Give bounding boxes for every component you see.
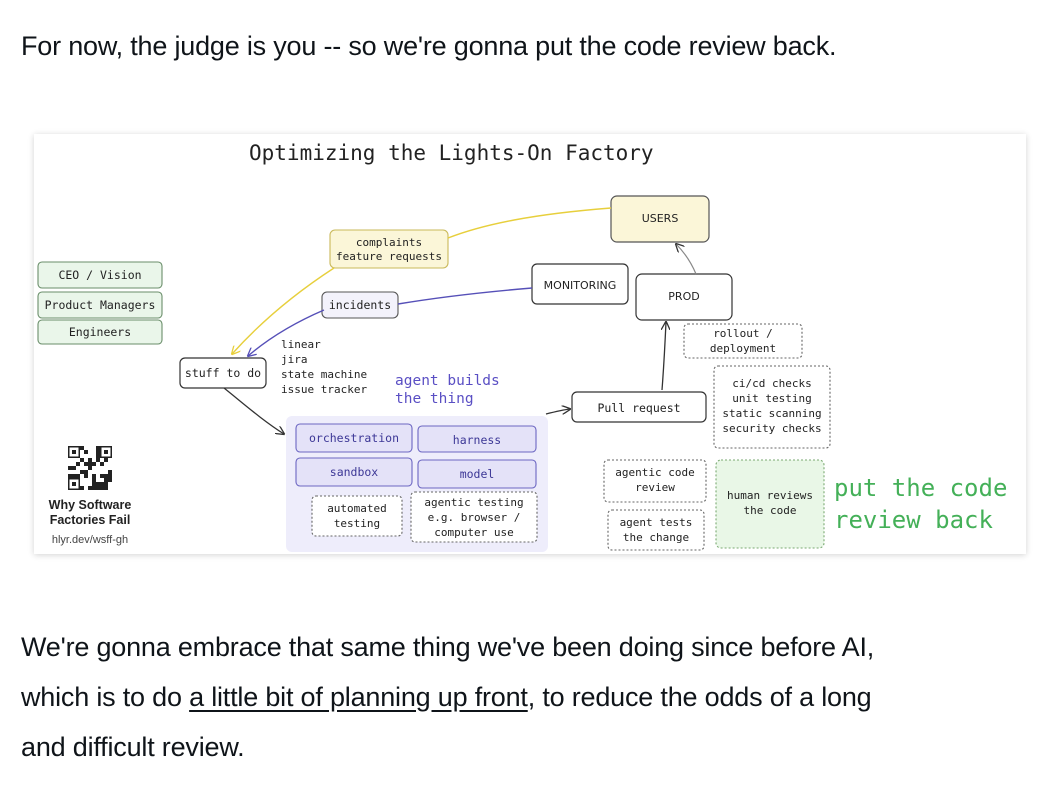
cicd-label: ci/cd checks [732,377,811,390]
stuff-box: stuff to do [179,357,267,389]
users-label: USERS [642,212,679,225]
qr-code [68,446,112,490]
factory-diagram: Optimizing the Lights-On Factory CEO / V… [37,141,1007,552]
agent-builds-line: the thing [395,391,474,407]
stuff-label: stuff to do [185,366,261,380]
pm-box: Product Managers [37,291,163,319]
pm-label: Product Managers [45,298,156,312]
arrow-incidents-to-stuff [248,309,325,356]
agent-builds-text: agent builds the thing [395,373,500,407]
orchestration-box: orchestration [295,423,413,453]
tracker-line: state machine [281,368,367,381]
complaints-label: complaints [356,236,422,249]
diagram-card: Optimizing the Lights-On Factory CEO / V… [34,134,1026,554]
agentic-testing-label: computer use [434,526,513,539]
monitoring-box: MONITORING [531,263,629,305]
prod-label: PROD [668,290,699,303]
automated-testing-box: automated testing [311,495,403,537]
users-box: USERS [610,195,710,243]
cicd-label: security checks [722,422,821,435]
sandbox-label: sandbox [330,465,379,479]
outro-line-3: and difficult review. [21,732,245,762]
tracker-line: issue tracker [281,383,367,396]
sandbox-box: sandbox [295,457,413,487]
arrow-pr-to-prod [662,322,666,391]
agentic-testing-label: agentic testing [424,496,523,509]
human-reviews-label: human reviews [727,489,813,502]
pull-request-box: Pull request [571,391,707,423]
rollout-label: rollout / [713,327,773,340]
cicd-box: ci/cd checks unit testing static scannin… [713,365,831,449]
harness-box: harness [417,425,537,453]
arrow-stuff-to-build [223,387,284,434]
arrow-prod-to-users [676,244,697,275]
complaints-label: feature requests [336,250,442,263]
agentic-testing-box: agentic testing e.g. browser / computer … [410,491,538,543]
model-box: model [417,459,537,489]
automated-testing-label: testing [334,517,380,530]
arrow-users-to-complaints [447,207,612,239]
rollout-label: deployment [710,342,776,355]
cicd-label: unit testing [732,392,811,405]
model-label: model [460,467,495,481]
qr-url: hlyr.dev/wsff-gh [52,534,128,546]
ceo-label: CEO / Vision [58,268,141,282]
agentic-review-label: review [635,481,675,494]
incidents-label: incidents [329,298,391,312]
arrow-monitoring-to-incidents [397,287,533,305]
agent-tests-label: the change [623,531,689,544]
pull-request-label: Pull request [597,401,680,415]
agentic-review-box: agentic code review [603,459,707,503]
complaints-box: complaints feature requests [329,229,449,269]
automated-testing-label: automated [327,502,387,515]
planning-link[interactable]: a little bit of planning up front [189,682,528,712]
diagram-title: Optimizing the Lights-On Factory [249,141,654,165]
harness-label: harness [453,433,501,447]
put-review-back-line: put the code [834,474,1007,502]
qr-caption: Factories Fail [50,513,131,527]
agent-tests-box: agent tests the change [607,509,705,551]
put-review-back-text: put the code review back [834,474,1007,534]
cicd-label: static scanning [722,407,821,420]
agent-tests-label: agent tests [620,516,693,529]
arrow-complaints-to-stuff [232,267,335,354]
outro-line-2-after: , to reduce the odds of a long [527,682,872,712]
put-review-back-line: review back [834,506,993,534]
tracker-line: jira [281,353,308,366]
tracker-list: linear jira state machine issue tracker [281,338,367,396]
agent-builds-line: agent builds [395,373,500,389]
incidents-box: incidents [321,291,399,319]
arrow-build-to-pr [545,409,570,415]
agentic-testing-label: e.g. browser / [428,511,521,524]
ceo-box: CEO / Vision [37,261,163,289]
orchestration-label: orchestration [309,431,399,445]
qr-caption: Why Software [49,498,132,512]
outro-line-1: We're gonna embrace that same thing we'v… [21,632,875,662]
monitoring-label: MONITORING [544,279,617,292]
eng-label: Engineers [69,325,131,339]
prod-box: PROD [635,273,733,321]
eng-box: Engineers [37,319,163,345]
agentic-review-label: agentic code [615,466,694,479]
outro-line-2-before: which is to do [21,682,190,712]
rollout-box: rollout / deployment [683,323,803,359]
intro-paragraph: For now, the judge is you -- so we're go… [21,31,837,61]
human-reviews-box: human reviews the code [715,459,825,549]
outro-paragraph: We're gonna embrace that same thing we'v… [21,622,1051,772]
human-reviews-label: the code [744,504,797,517]
tracker-line: linear [281,338,321,351]
